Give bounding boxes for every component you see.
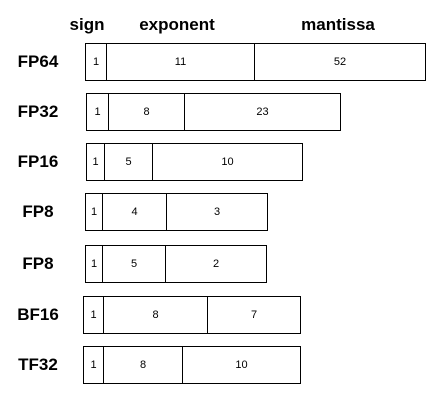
format-label-fp8-5: FP8 <box>22 254 54 273</box>
sign-bits-field: 1 <box>94 105 101 118</box>
mantissa-bits-field: 7 <box>207 297 300 333</box>
mantissa-bits-field: 23 <box>184 94 340 130</box>
mantissa-bits-field: 10 <box>182 347 300 383</box>
sign-bits-field: 1 <box>90 358 97 371</box>
sign-bits-field: 1 <box>90 308 97 321</box>
format-label-tf32-7: TF32 <box>18 355 58 374</box>
exponent-bits-field: 5 <box>104 144 152 180</box>
sign-bits-field: 1 <box>90 205 98 218</box>
header-mantissa: mantissa <box>301 15 375 34</box>
exponent-bits-field: 8 <box>103 347 182 383</box>
format-label-bf16-6: BF16 <box>17 305 59 324</box>
mantissa-bits-field: 52 <box>254 44 425 80</box>
sign-bits-field: 1 <box>90 257 98 270</box>
sign-bits-field: 1 <box>92 155 99 168</box>
header-exponent: exponent <box>139 15 215 34</box>
exponent-bits-field: 8 <box>108 94 184 130</box>
format-label-fp16-3: FP16 <box>17 152 59 171</box>
exponent-bits-field: 8 <box>103 297 207 333</box>
mantissa-bits-field: 10 <box>152 144 302 180</box>
sign-bits-field: 1 <box>92 55 100 68</box>
header-sign: sign <box>69 15 105 34</box>
mantissa-bits-field: 2 <box>165 246 266 282</box>
exponent-bits-field: 5 <box>102 246 165 282</box>
exponent-bits-field: 11 <box>106 44 254 80</box>
mantissa-bits-field: 3 <box>166 194 267 230</box>
format-label-fp32-2: FP32 <box>17 102 59 121</box>
exponent-bits-field: 4 <box>102 194 166 230</box>
format-label-fp64-1: FP64 <box>17 52 59 71</box>
format-label-fp8-4: FP8 <box>22 202 54 221</box>
